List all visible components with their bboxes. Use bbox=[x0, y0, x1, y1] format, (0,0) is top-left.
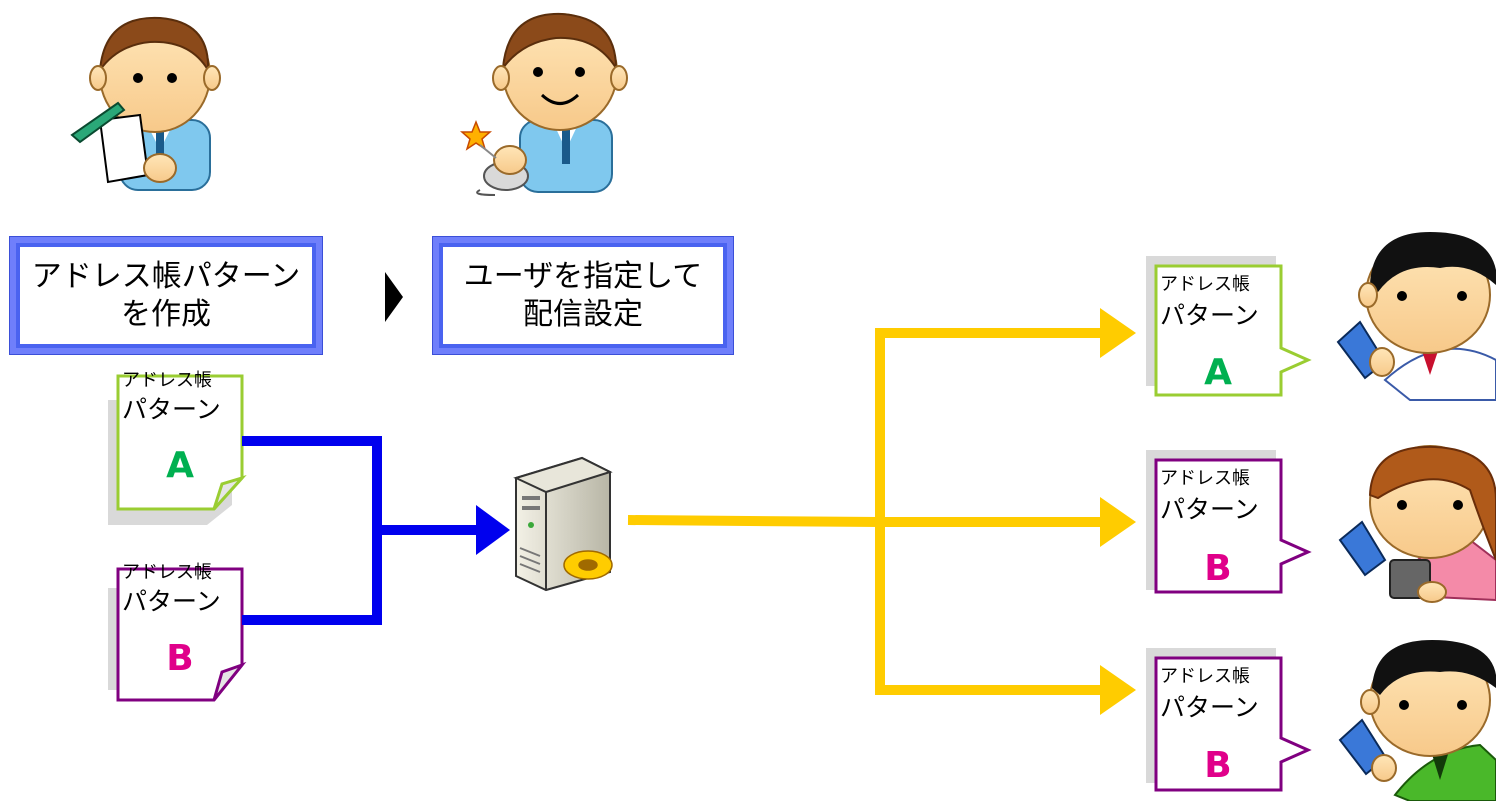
source-note-a-subtitle: パターン bbox=[122, 395, 221, 424]
step-create-pattern: アドレス帳パターン を作成 bbox=[10, 237, 322, 354]
step-arrow-icon bbox=[385, 272, 403, 322]
server-icon bbox=[513, 456, 613, 592]
source-note-a-letter: A bbox=[166, 445, 194, 486]
delivered-note-b1: アドレス帳 パターン bbox=[1160, 468, 1259, 526]
source-note-a: アドレス帳 パターン bbox=[122, 370, 221, 426]
source-note-b: アドレス帳 パターン bbox=[122, 562, 221, 618]
source-note-b-title: アドレス帳 bbox=[122, 562, 212, 583]
delivered-note-a-letter: A bbox=[1204, 352, 1232, 393]
delivered-note-b1-letter: B bbox=[1204, 548, 1232, 589]
delivered-note-b2: アドレス帳 パターン bbox=[1160, 666, 1259, 724]
source-note-b-subtitle: パターン bbox=[122, 587, 221, 616]
output-arrowheads bbox=[1100, 308, 1136, 715]
source-note-a-shape bbox=[108, 374, 247, 525]
user-phone-icon bbox=[1336, 232, 1496, 401]
step-create-line2: を作成 bbox=[121, 296, 211, 332]
input-arrowhead bbox=[476, 505, 510, 555]
admin-mouse-icon bbox=[460, 12, 628, 196]
delivered-note-a-title: アドレス帳 bbox=[1160, 274, 1250, 295]
source-note-b-shape bbox=[108, 567, 247, 702]
input-connector bbox=[242, 436, 478, 625]
delivered-note-a-shape bbox=[1146, 256, 1312, 397]
delivered-note-b1-subtitle: パターン bbox=[1160, 495, 1259, 524]
source-note-b-letter: B bbox=[166, 638, 194, 679]
step-create-line1: アドレス帳パターン bbox=[31, 258, 301, 294]
user-phone-icon bbox=[1338, 445, 1496, 603]
step-assign-line1: ユーザを指定して bbox=[463, 258, 703, 294]
delivered-note-b2-subtitle: パターン bbox=[1160, 693, 1259, 722]
delivered-note-b2-letter: B bbox=[1204, 745, 1232, 786]
delivered-note-b2-title: アドレス帳 bbox=[1160, 666, 1250, 687]
step-assign-line2: 配信設定 bbox=[523, 296, 643, 332]
step-assign-users: ユーザを指定して 配信設定 bbox=[433, 237, 733, 354]
user-phone-icon bbox=[1338, 640, 1496, 801]
delivered-note-a: アドレス帳 パターン bbox=[1160, 274, 1259, 332]
admin-writing-icon bbox=[70, 16, 221, 191]
delivered-note-b1-shape bbox=[1146, 450, 1312, 594]
output-connector bbox=[627, 328, 1105, 695]
source-note-a-title: アドレス帳 bbox=[122, 370, 212, 391]
delivered-note-a-subtitle: パターン bbox=[1160, 301, 1259, 330]
delivered-note-b2-shape bbox=[1146, 648, 1312, 792]
delivered-note-b1-title: アドレス帳 bbox=[1160, 468, 1250, 489]
